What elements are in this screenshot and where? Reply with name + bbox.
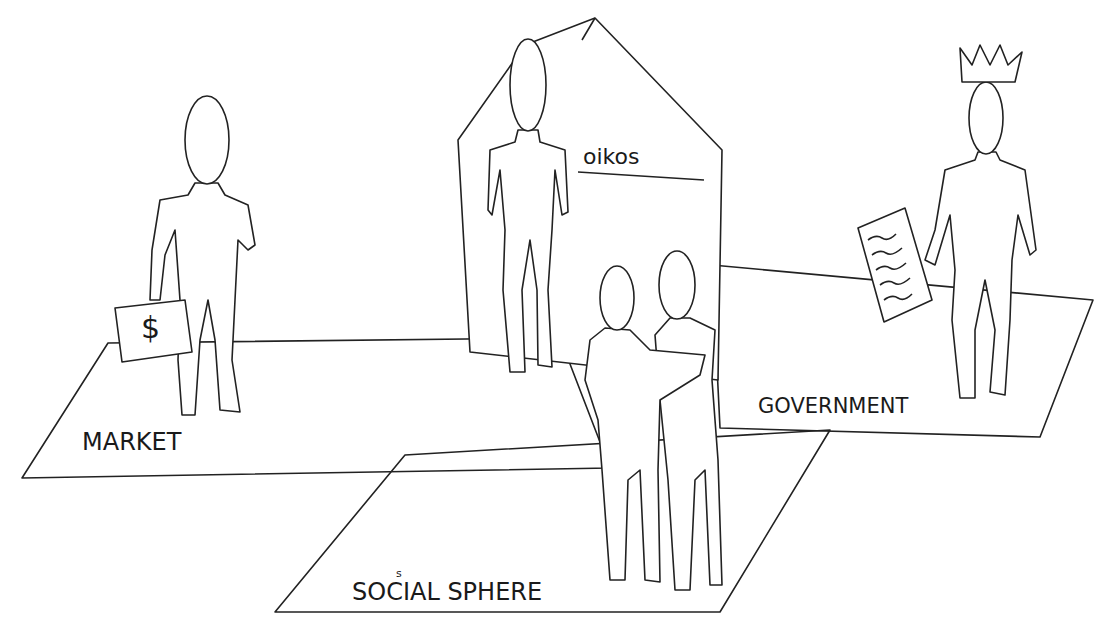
sphere-node: GOVERNMENT [705, 258, 1096, 443]
figure-head [969, 82, 1003, 154]
market-figure [150, 183, 255, 415]
sphere-plane [712, 265, 1093, 437]
law-document [858, 208, 932, 322]
figure-head [185, 96, 229, 184]
house-outline [450, 10, 730, 390]
sphere-plane [22, 338, 610, 478]
sphere-label: GOVERNMENT [758, 396, 908, 417]
money-bill [115, 300, 192, 362]
document-text [868, 234, 912, 300]
sphere-label: oikos [583, 146, 639, 168]
king-figure [925, 152, 1036, 398]
sphere-label: MARKET [82, 430, 181, 454]
house-edge [578, 18, 704, 180]
sphere-label: SOCIAL SPHERE [352, 580, 542, 604]
house-outline [458, 18, 722, 380]
sphere-node: SOCIAL SPHERE [270, 425, 835, 617]
sphere-plane [275, 430, 830, 612]
currency-symbol: $ [141, 313, 160, 343]
house-node: oikos [450, 10, 730, 390]
crown [960, 45, 1022, 82]
correction-mark: s [396, 568, 402, 579]
